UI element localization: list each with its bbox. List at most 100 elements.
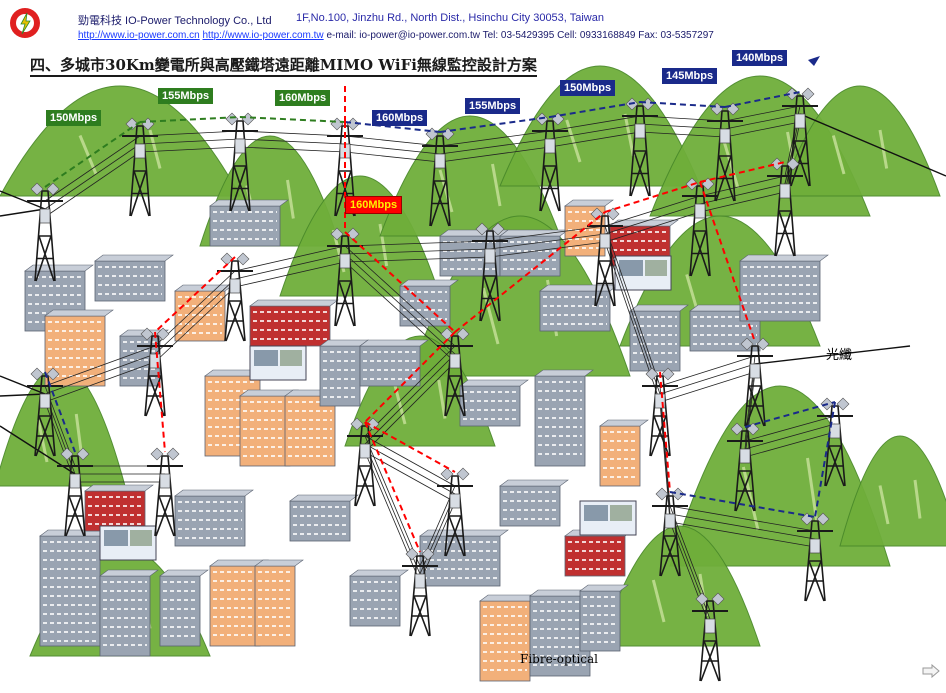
power-line [639,123,726,130]
power-line [364,353,456,445]
power-line [669,505,711,612]
wireless-link [549,101,641,118]
antenna [820,397,850,411]
radio-unit [599,233,611,249]
antenna [625,97,655,111]
page-title: 四、多城市30Km變電所與高壓鐵塔遠距離MIMO WiFi無線監控設計方案 [30,54,537,77]
power-line [44,143,141,210]
radio-unit [159,473,171,489]
buildings [24,199,829,682]
radio-unit [359,443,371,459]
antenna [535,112,565,126]
radio-unit [69,473,81,489]
power-line [724,105,801,122]
power-line [489,241,606,258]
link-arrowhead [808,56,820,66]
power-line [139,146,241,153]
power-line [639,131,726,138]
feeder-line [0,393,46,397]
power-line [139,138,241,145]
mountain [599,525,761,647]
building-roof [629,304,689,312]
antenna [685,177,715,191]
wireless-link [724,91,801,108]
logo-icon [10,8,40,38]
power-line [44,361,156,403]
power-line [364,435,456,487]
power-line [439,138,551,155]
next-arrow-icon[interactable] [922,664,940,678]
power-line [364,345,456,437]
antenna [440,467,470,481]
link-label-blue-2: 155Mbps [465,98,521,114]
wireless-link [699,181,756,343]
monitor-view [104,530,128,546]
antenna [330,227,360,241]
wireless-link [744,401,836,428]
link-label-green-3: 160Mbps [275,90,331,106]
radio-unit [39,393,51,409]
monitor-view [130,530,152,546]
power-line [744,415,836,442]
antenna [740,337,770,351]
url-cn-link[interactable]: http://www.io-power.com.cn [78,30,200,41]
building-roof [249,299,339,307]
building-roof [24,264,94,272]
power-line [344,240,491,247]
radio-unit [544,138,556,154]
link-label-green-1: 150Mbps [46,110,102,126]
building [84,490,146,532]
power-line [154,278,236,355]
feeder-line [799,113,946,177]
wireless-link [669,491,816,518]
tower [154,455,176,537]
radio-unit [39,208,51,224]
power-line [364,435,421,567]
antenna [475,222,505,236]
antenna [30,182,60,196]
fiber-label-cn: 光纖 [826,347,853,362]
wireless-link [439,116,551,133]
power-line [439,130,551,147]
power-line [699,191,786,213]
wireless-link [139,116,241,123]
power-line [549,131,641,148]
power-line [659,371,756,403]
phones-text: Tel: 03-5429395 Cell: 0933168849 Fax: 03… [482,30,714,41]
power-line [344,256,491,263]
diagram-canvas [0,56,946,682]
monitor-view [280,350,302,366]
power-line [489,225,606,242]
building [359,345,421,387]
power-line [659,355,756,387]
building-roof [499,479,569,487]
antenna [655,487,685,501]
power-line [669,521,816,548]
wireless-link [604,181,701,213]
radio-unit [829,423,841,439]
building [289,500,351,542]
building-roof [159,569,209,577]
antenna [220,252,250,266]
power-line [489,233,606,250]
wireless-link [344,121,441,133]
power-line [724,113,801,130]
antenna [785,87,815,101]
power-line [604,225,661,387]
building-roof [479,594,539,602]
power-line [744,431,836,458]
radio-unit [434,153,446,169]
building [499,485,561,527]
radio-unit [809,538,821,554]
radio-unit [449,493,461,509]
antenna [150,447,180,461]
radio-unit [634,123,646,139]
building-roof [359,339,429,347]
radio-unit [229,278,241,294]
radio-unit [794,113,806,129]
url-tw-link[interactable]: http://www.io-power.com.tw [202,30,324,41]
fiber-label-en: Fibre-optical [520,652,599,666]
building [459,385,521,427]
wireless-link [659,371,671,493]
wireless-link [699,161,786,183]
